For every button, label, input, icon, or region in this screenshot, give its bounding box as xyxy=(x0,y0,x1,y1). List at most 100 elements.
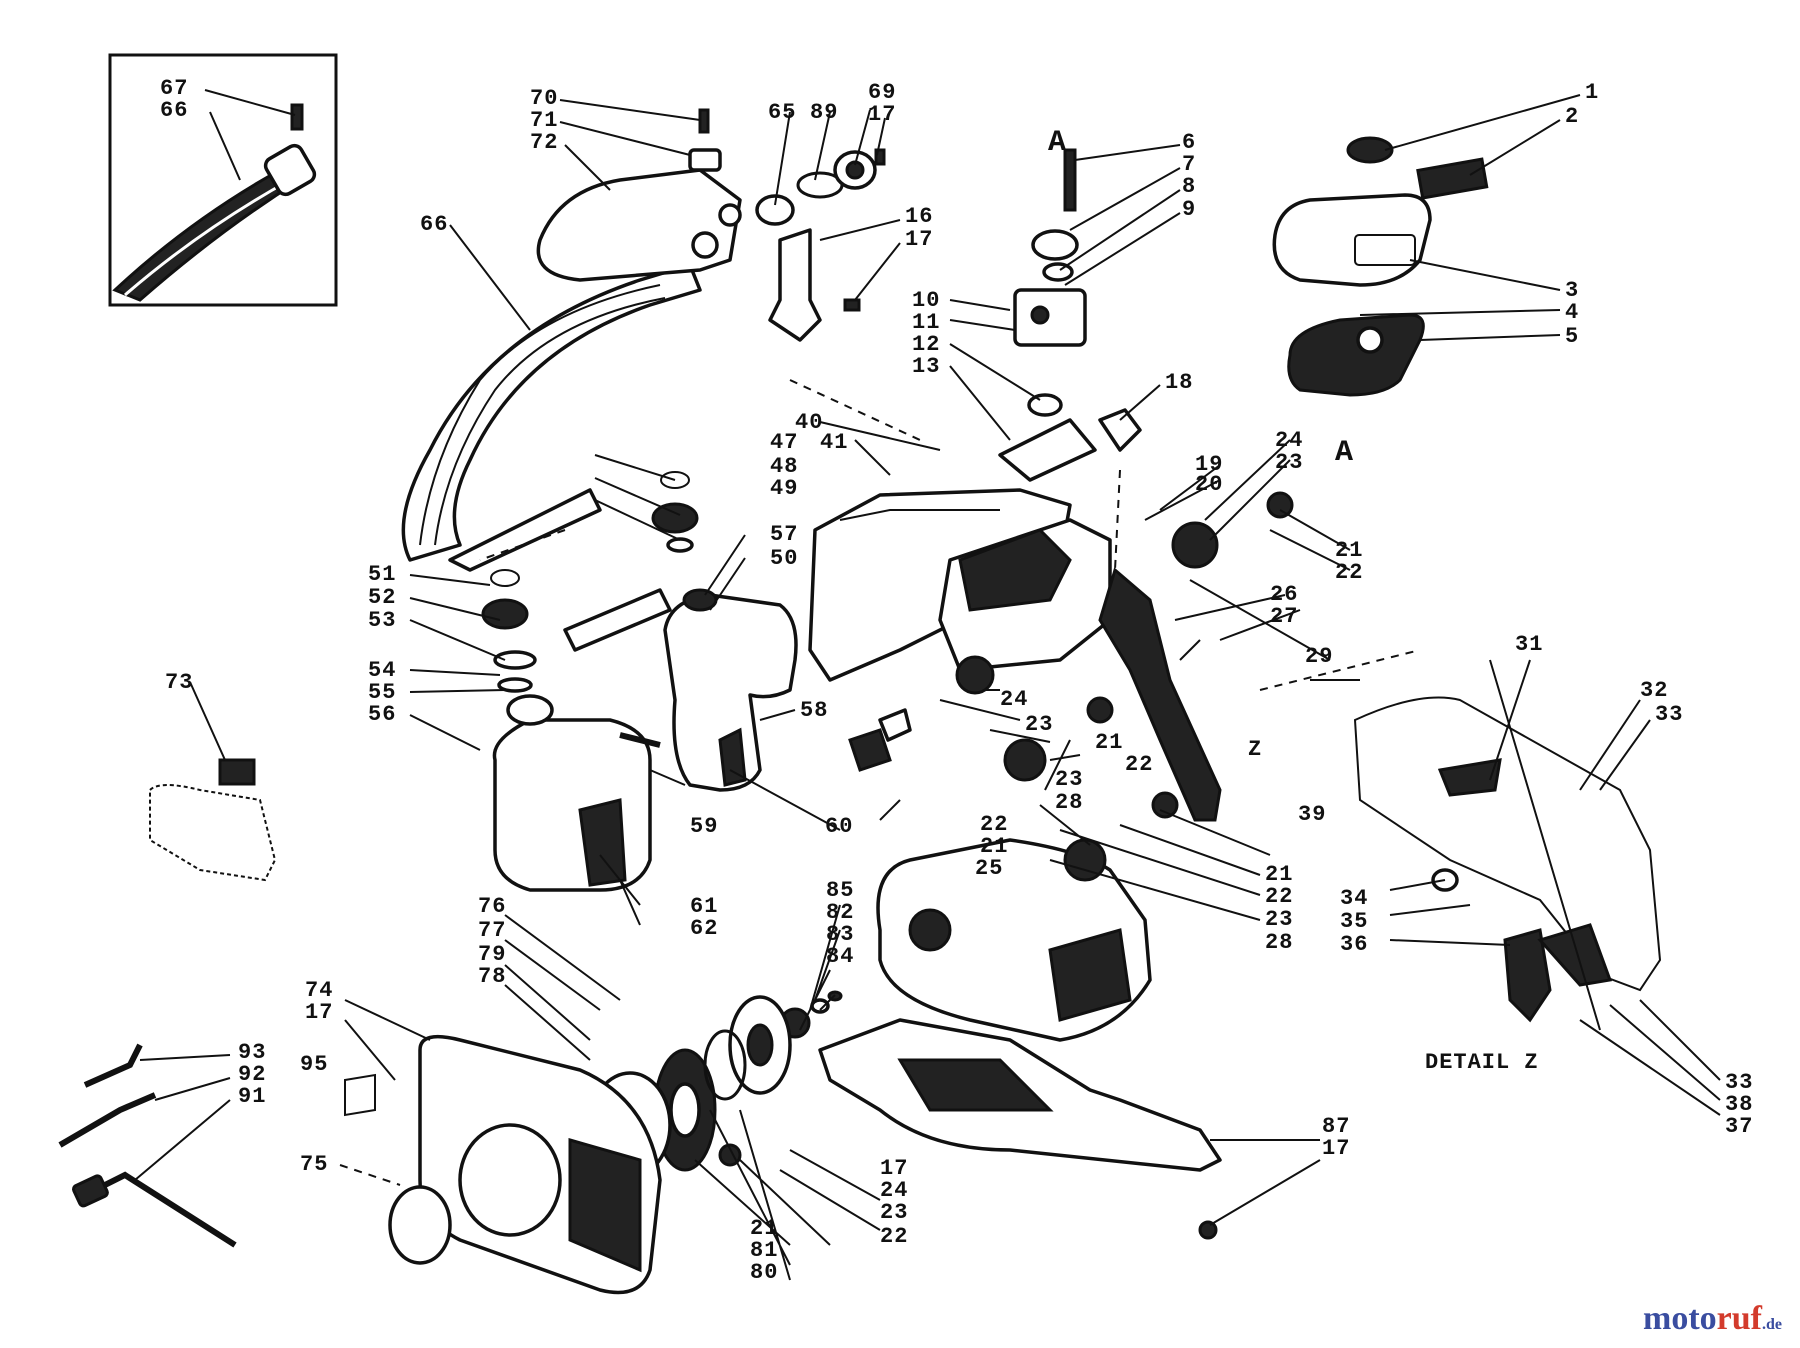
part-label-28b: 28 xyxy=(1265,930,1293,955)
part-label-6: 6 xyxy=(1182,130,1196,155)
part-label-23: 23 xyxy=(1275,450,1303,475)
z-marker: Z xyxy=(1248,737,1262,762)
part-label-10: 10 xyxy=(912,288,940,313)
throttle-bracket xyxy=(768,228,861,342)
part-label-92: 92 xyxy=(238,1062,266,1087)
part-label-23e: 23 xyxy=(880,1200,908,1225)
part-label-32: 32 xyxy=(1640,678,1668,703)
part-label-56: 56 xyxy=(368,702,396,727)
part-label-24b: 24 xyxy=(1000,687,1028,712)
part-label-79: 79 xyxy=(478,942,506,967)
top-handle-frame xyxy=(536,108,742,282)
part-label-85: 85 xyxy=(826,878,854,903)
part-label-22: 22 xyxy=(1335,560,1363,585)
carburetor-assembly xyxy=(998,148,1142,482)
part-label-2: 2 xyxy=(1565,104,1579,129)
watermark-part1: moto xyxy=(1643,1300,1717,1337)
part-label-17d: 17 xyxy=(880,1156,908,1181)
part-label-23c: 23 xyxy=(1055,767,1083,792)
part-number-labels: 67 66 70 71 72 65 89 69 17 66 16 17 6 7 … xyxy=(160,76,1753,1285)
part-label-50: 50 xyxy=(770,546,798,571)
chain-guard xyxy=(818,1018,1222,1240)
part-label-73: 73 xyxy=(165,670,193,695)
part-label-84: 84 xyxy=(826,944,854,969)
part-label-18: 18 xyxy=(1165,370,1193,395)
part-label-3: 3 xyxy=(1565,278,1579,303)
part-label-89: 89 xyxy=(810,100,838,125)
main-housing xyxy=(808,488,1222,822)
part-label-59: 59 xyxy=(690,814,718,839)
fuel-caps xyxy=(481,471,699,693)
part-label-76: 76 xyxy=(478,894,506,919)
part-label-93: 93 xyxy=(238,1040,266,1065)
part-label-34: 34 xyxy=(1340,886,1368,911)
part-label-17e: 17 xyxy=(1322,1136,1350,1161)
part-label-57: 57 xyxy=(770,522,798,547)
part-label-51: 51 xyxy=(368,562,396,587)
part-label-33: 33 xyxy=(1655,702,1683,727)
gears xyxy=(718,491,1294,1167)
fuel-tank xyxy=(492,694,661,892)
part-label-20: 20 xyxy=(1195,472,1223,497)
part-label-83: 83 xyxy=(826,922,854,947)
starter-housing xyxy=(344,1034,662,1295)
part-label-55: 55 xyxy=(368,680,396,705)
part-label-29: 29 xyxy=(1305,644,1333,669)
part-label-39: 39 xyxy=(1298,802,1326,827)
part-label-81: 81 xyxy=(750,1238,778,1263)
part-label-23d: 23 xyxy=(1265,907,1293,932)
part-label-87: 87 xyxy=(1322,1114,1350,1139)
part-label-16: 16 xyxy=(905,204,933,229)
part-label-41: 41 xyxy=(820,430,848,455)
part-label-70: 70 xyxy=(530,86,558,111)
part-label-22d: 22 xyxy=(1265,884,1293,909)
part-label-21c: 21 xyxy=(980,834,1008,859)
part-label-27: 27 xyxy=(1270,604,1298,629)
part-label-21d: 21 xyxy=(1265,862,1293,887)
part-label-22b: 22 xyxy=(1125,752,1153,777)
section-marker-a-top: A xyxy=(1048,126,1067,160)
clutch-discs xyxy=(588,990,843,1179)
part-label-53: 53 xyxy=(368,608,396,633)
part-label-82: 82 xyxy=(826,900,854,925)
inset-handle-detail xyxy=(108,53,338,307)
part-label-72: 72 xyxy=(530,130,558,155)
part-label-48: 48 xyxy=(770,454,798,479)
part-label-31: 31 xyxy=(1515,632,1543,657)
watermark-part3: .de xyxy=(1762,1316,1782,1333)
section-marker-a-bottom: A xyxy=(1335,436,1354,470)
watermark-logo: motoruf.de xyxy=(1643,1300,1782,1338)
part-label-37: 37 xyxy=(1725,1114,1753,1139)
part-label-77: 77 xyxy=(478,918,506,943)
part-label-12: 12 xyxy=(912,332,940,357)
part-label-52: 52 xyxy=(368,585,396,610)
part-label-17: 17 xyxy=(868,102,896,127)
part-label-21b: 21 xyxy=(1095,730,1123,755)
leader-lines xyxy=(134,89,1721,1281)
trigger-parts xyxy=(755,148,886,226)
part-label-75: 75 xyxy=(300,1152,328,1177)
part-label-80: 80 xyxy=(750,1260,778,1285)
part-73-bracket xyxy=(149,758,277,882)
part-label-22c: 22 xyxy=(980,812,1008,837)
part-label-54: 54 xyxy=(368,658,396,683)
air-filter xyxy=(1272,136,1489,397)
part-label-13: 13 xyxy=(912,354,940,379)
part-label-49: 49 xyxy=(770,476,798,501)
part-label-66b: 66 xyxy=(420,212,448,237)
part-label-24c: 24 xyxy=(880,1178,908,1203)
part-label-17b: 17 xyxy=(905,227,933,252)
part-label-36: 36 xyxy=(1340,932,1368,957)
part-label-9: 9 xyxy=(1182,197,1196,222)
part-label-74: 74 xyxy=(305,978,333,1003)
part-label-60: 60 xyxy=(825,814,853,839)
watermark-part2: ruf xyxy=(1716,1300,1762,1337)
oil-tank xyxy=(563,588,798,792)
part-label-7: 7 xyxy=(1182,152,1196,177)
part-label-38: 38 xyxy=(1725,1092,1753,1117)
part-label-28: 28 xyxy=(1055,790,1083,815)
part-label-61: 61 xyxy=(690,894,718,919)
part-label-19: 19 xyxy=(1195,452,1223,477)
part-label-71: 71 xyxy=(530,108,558,133)
